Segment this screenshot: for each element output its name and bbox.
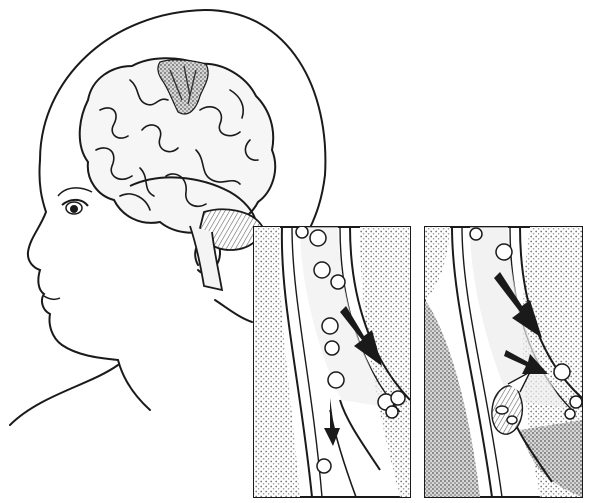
neck-front: [118, 360, 150, 410]
neck-back: [215, 300, 252, 322]
mouth: [44, 296, 60, 299]
inset-normal-vessel: [254, 226, 410, 497]
brain: [80, 58, 275, 290]
eye: [58, 188, 92, 214]
shoulder-line: [10, 365, 118, 425]
inset-blocked-vessel: [425, 227, 582, 497]
